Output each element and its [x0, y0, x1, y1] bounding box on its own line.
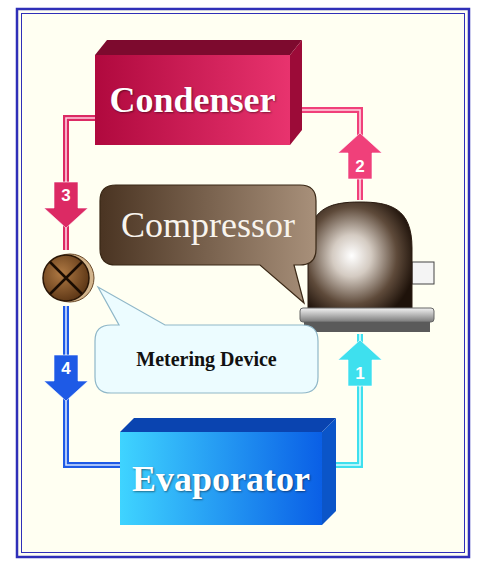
- box-label: Evaporator: [132, 458, 310, 500]
- metering-valve: Metering Device: [40, 250, 92, 306]
- motor-box: [412, 262, 434, 284]
- box-label: Condenser: [109, 79, 275, 121]
- callout-number: 4: [61, 360, 70, 377]
- callout-number: 1: [355, 365, 364, 382]
- callout-label: Compressor: [121, 204, 295, 246]
- frame-inner: [22, 14, 465, 553]
- compressor-callout: Compressor: [100, 185, 316, 265]
- condenser-box: Condenser: [95, 55, 290, 145]
- valve-cross: [50, 262, 82, 294]
- refrigerant-line: [44, 118, 95, 250]
- compressor-base: [300, 308, 434, 322]
- arrow-head: [44, 182, 88, 228]
- valve-body: [43, 255, 89, 301]
- base-underside: [304, 322, 430, 332]
- box-side-face: [290, 40, 302, 145]
- callout-outline: [100, 185, 316, 303]
- arrow-head: [44, 355, 88, 401]
- compressor-unit: Compressor: [300, 200, 434, 334]
- callout-number: 3: [61, 187, 70, 204]
- compressor-symbol: [300, 200, 434, 334]
- callout-outline: [95, 287, 318, 393]
- arrow-head: [338, 133, 382, 179]
- valve-symbol: [40, 250, 92, 306]
- box-top-face: [95, 40, 302, 55]
- box-top-face: [120, 418, 336, 432]
- box-side-face: [322, 418, 336, 525]
- callout-number: 2: [355, 158, 364, 175]
- compressor-dome: [308, 202, 412, 314]
- metering-callout: Metering Device: [95, 325, 318, 393]
- evaporator-box: Evaporator: [120, 432, 322, 525]
- callout-label: Metering Device: [136, 348, 276, 371]
- frame-outer: [17, 9, 469, 557]
- arrow-head: [338, 340, 382, 386]
